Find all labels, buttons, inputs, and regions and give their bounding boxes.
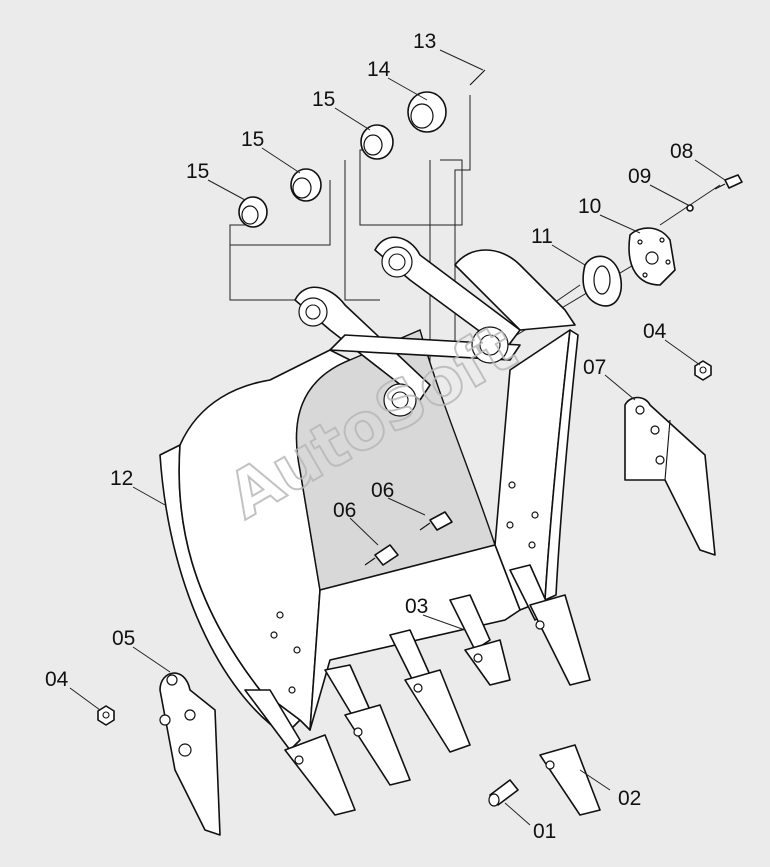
label-06-upper: 06 — [371, 479, 394, 502]
bushings — [238, 69, 486, 228]
label-07: 07 — [583, 356, 606, 379]
label-13: 13 — [413, 30, 436, 53]
side-cutter-left — [159, 672, 221, 836]
bucket-body — [159, 236, 579, 736]
label-05: 05 — [112, 627, 135, 650]
fasteners — [97, 174, 743, 726]
leader-lines — [69, 49, 726, 826]
label-02: 02 — [618, 787, 641, 810]
label-15-top: 15 — [312, 88, 335, 111]
label-04-left: 04 — [45, 668, 69, 691]
label-01: 01 — [533, 820, 556, 843]
label-04-right: 04 — [643, 320, 667, 343]
label-14: 14 — [367, 58, 391, 81]
label-15-middle: 15 — [241, 128, 264, 151]
label-09: 09 — [628, 165, 651, 188]
label-12: 12 — [110, 467, 133, 490]
label-06-lower: 06 — [333, 499, 356, 522]
tooth-pin — [488, 779, 519, 807]
label-11: 11 — [531, 225, 553, 248]
side-cutter-right — [624, 396, 716, 556]
part-labels: 13 14 15 15 15 08 09 10 11 04 07 12 06 0… — [45, 30, 693, 843]
end-plate-and-ring — [582, 227, 676, 307]
teeth-row — [244, 564, 601, 816]
label-15-left: 15 — [186, 160, 209, 183]
label-03: 03 — [405, 595, 428, 618]
label-10: 10 — [578, 195, 601, 218]
label-08: 08 — [670, 140, 693, 163]
